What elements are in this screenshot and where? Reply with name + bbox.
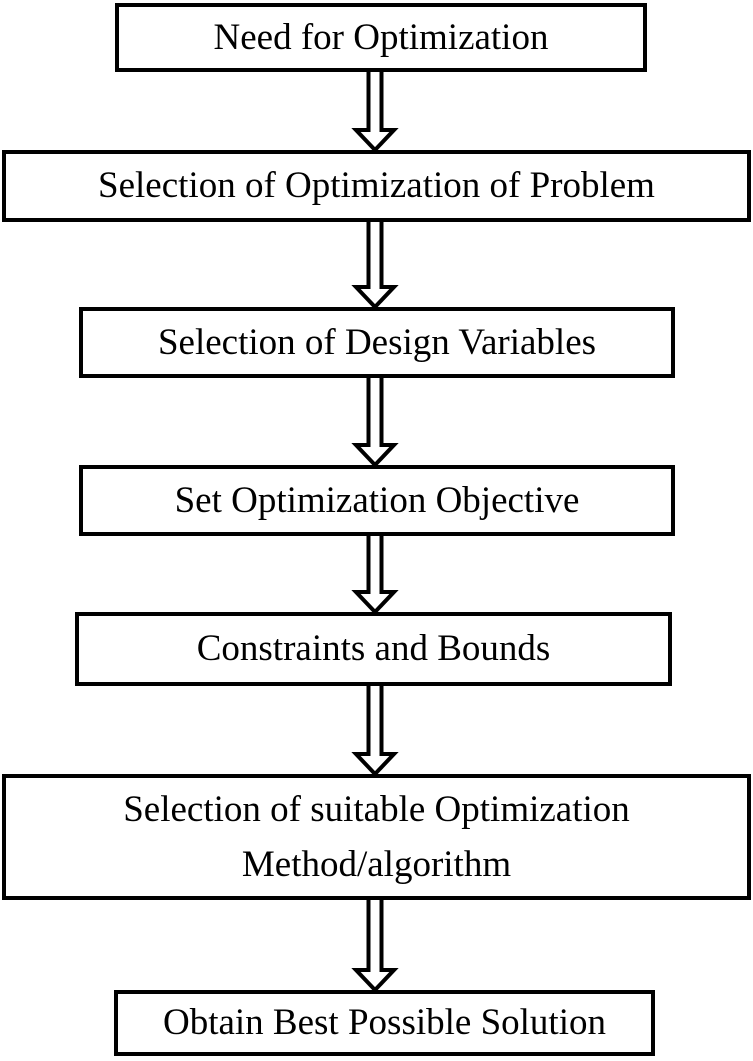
flow-step-set-optimization-objective: Set Optimization Objective xyxy=(79,465,675,536)
flow-step-constraints-and-bounds: Constraints and Bounds xyxy=(75,612,672,686)
down-arrow-icon xyxy=(351,686,399,777)
flow-step-selection-of-suitable-optimization-method: Selection of suitable Optimization Metho… xyxy=(2,774,751,900)
flow-step-need-for-optimization: Need for Optimization xyxy=(115,3,647,72)
flow-step-label: Set Optimization Objective xyxy=(174,479,580,521)
down-arrow-icon xyxy=(351,378,399,468)
flow-step-label: Selection of suitable Optimization Metho… xyxy=(123,788,630,886)
flow-step-obtain-best-possible-solution: Obtain Best Possible Solution xyxy=(114,990,655,1056)
flow-step-label: Need for Optimization xyxy=(213,16,549,58)
down-arrow-icon xyxy=(351,536,399,615)
down-arrow-icon xyxy=(351,900,399,993)
flow-step-label: Obtain Best Possible Solution xyxy=(162,1002,606,1044)
flow-step-label: Selection of Optimization of Problem xyxy=(98,165,655,207)
flow-step-label: Selection of Design Variables xyxy=(157,321,597,363)
down-arrow-icon xyxy=(351,72,399,153)
flow-step-label: Constraints and Bounds xyxy=(196,628,551,670)
down-arrow-icon xyxy=(351,222,399,310)
flow-step-selection-of-design-variables: Selection of Design Variables xyxy=(79,307,675,378)
flow-step-selection-of-optimization-of-problem: Selection of Optimization of Problem xyxy=(2,150,751,222)
